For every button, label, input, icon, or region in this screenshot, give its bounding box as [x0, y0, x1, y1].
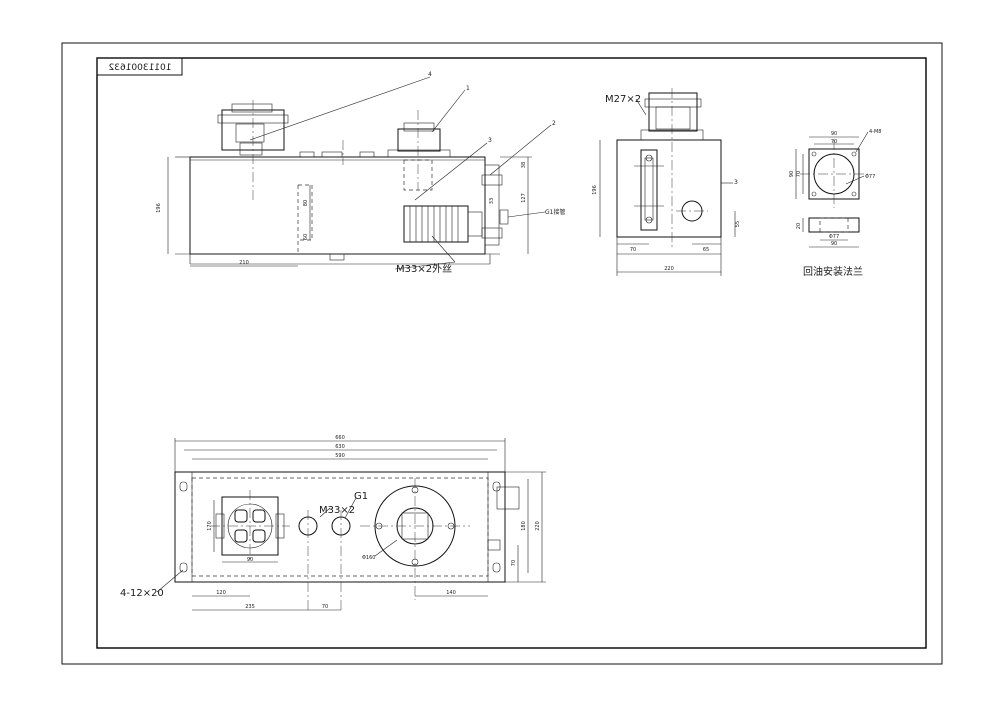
top-w90-dim: 90 — [247, 557, 253, 563]
side-view: M27×2 3 196 70 65 55 220 — [592, 88, 741, 276]
top-d235-dim: 235 — [245, 604, 255, 610]
top-g1-label: G1 — [354, 491, 368, 502]
front-r33-dim: 33 — [489, 198, 495, 204]
callout-2: 2 — [552, 120, 556, 127]
top-h220-dim: 220 — [535, 521, 541, 531]
top-view: 660 630 590 170 90 120 235 70 140 180 22… — [120, 435, 546, 611]
front-view: 196 210 80 60 38 127 33 4 1 3 2 M33×2外丝 … — [156, 71, 565, 275]
top-total-dim: 660 — [335, 435, 345, 441]
flange-h90: 90 — [789, 171, 795, 177]
top-d70r-dim: 70 — [511, 560, 517, 566]
title-block: 10113001632 — [96, 57, 183, 76]
outer-border — [61, 42, 943, 665]
top-d70-dim: 70 — [322, 604, 328, 610]
flange-thick: 20 — [796, 223, 802, 229]
top-w170-dim: 170 — [207, 521, 213, 531]
side-d70-dim: 70 — [630, 247, 636, 253]
inner-border — [96, 57, 927, 649]
front-h80-dim: 80 — [303, 200, 309, 206]
flange-w70: 70 — [831, 139, 837, 145]
front-width-dim: 210 — [239, 260, 249, 266]
top-holes-label: 4-12×20 — [120, 588, 164, 599]
drawing-number: 10113001632 — [109, 63, 172, 73]
front-h60-dim: 60 — [303, 234, 309, 240]
callout-4: 4 — [428, 71, 432, 78]
flange-w90b: 90 — [831, 241, 837, 247]
flange-caption: 回油安装法兰 — [803, 265, 863, 278]
side-callout: 3 — [734, 179, 738, 186]
side-height-dim: 196 — [592, 185, 598, 195]
front-r38-dim: 38 — [521, 162, 527, 168]
top-holes-dim: 630 — [335, 444, 345, 450]
side-width-dim: 220 — [664, 266, 674, 272]
flange-h70: 70 — [796, 171, 802, 177]
front-r127-dim: 127 — [521, 193, 527, 203]
callout-1: 1 — [466, 85, 470, 92]
callout-3: 3 — [488, 137, 492, 144]
top-body-dim: 590 — [335, 453, 345, 459]
flange-dia2: Φ77 — [829, 234, 839, 240]
flange-dia: Φ77 — [865, 174, 875, 180]
top-thread-label: M33×2 — [319, 505, 355, 516]
flange-w90: 90 — [831, 131, 837, 137]
front-thread-label: M33×2外丝 — [396, 263, 452, 275]
front-height-dim: 196 — [156, 203, 162, 213]
top-h180-dim: 180 — [521, 521, 527, 531]
flange-view: 90 70 90 70 4-M8 Φ77 20 Φ77 90 回油安装法兰 — [789, 129, 881, 278]
side-thread-label: M27×2 — [605, 94, 641, 105]
top-d140-dim: 140 — [446, 590, 456, 596]
side-d65-dim: 65 — [703, 247, 709, 253]
top-d120-dim: 120 — [216, 590, 226, 596]
top-dia160: Φ160 — [362, 555, 375, 561]
front-fitting-label: G1接管 — [545, 208, 565, 216]
flange-bolts: 4-M8 — [869, 129, 881, 135]
side-d55-dim: 55 — [735, 221, 741, 227]
return-filter — [403, 205, 483, 243]
